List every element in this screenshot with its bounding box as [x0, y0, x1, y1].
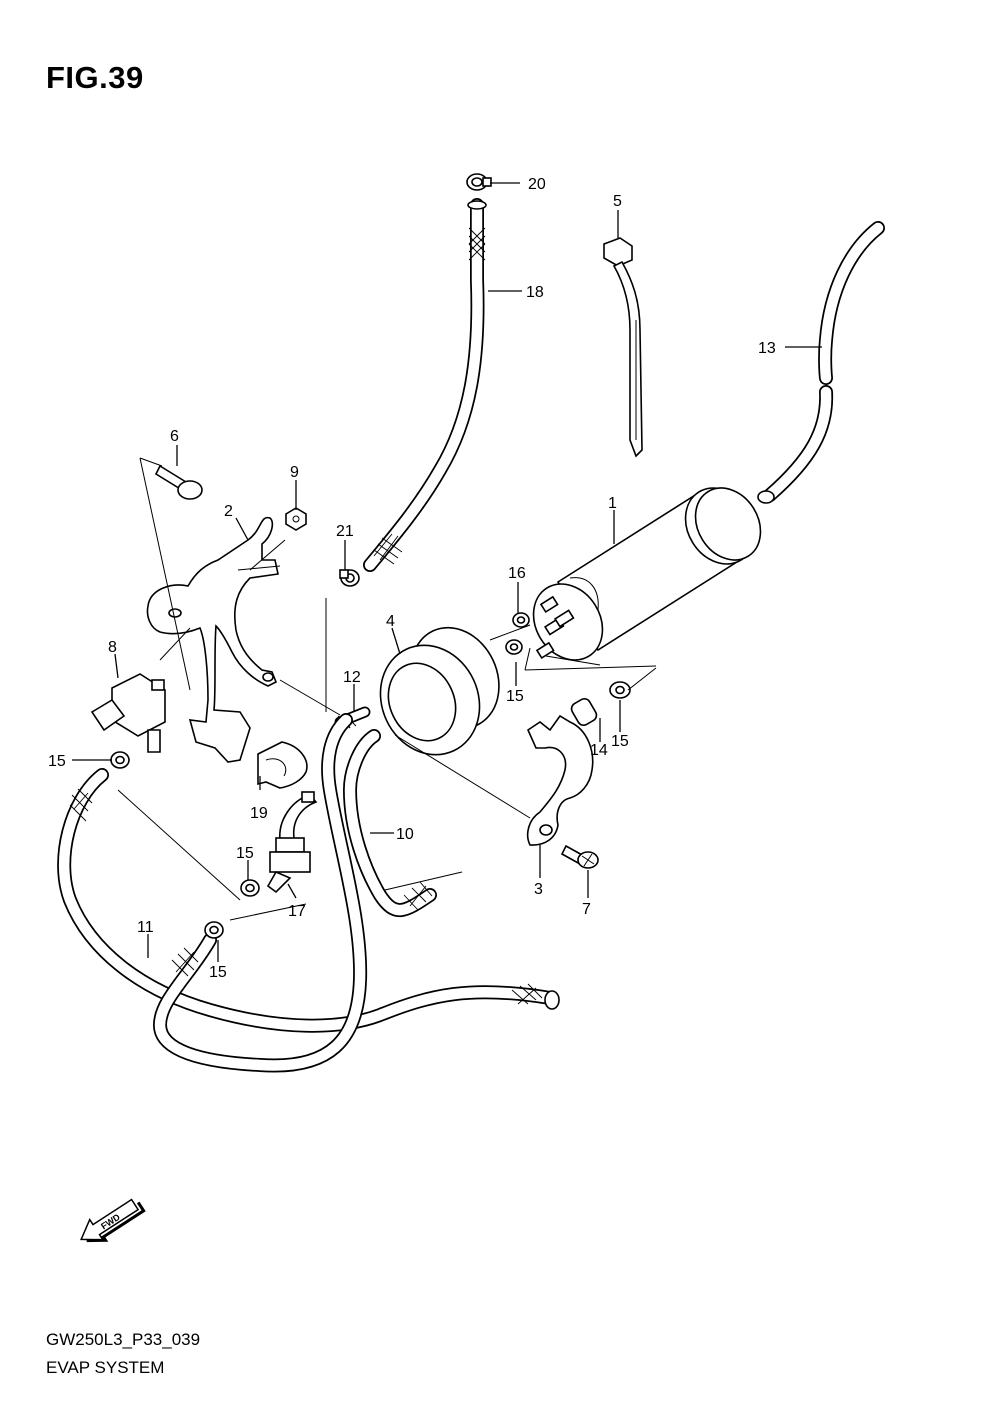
- canister-1: [532, 487, 762, 661]
- callout-21: 21: [336, 523, 354, 540]
- hose-18: [363, 198, 487, 572]
- callout-15-lower-1: 15: [236, 845, 254, 862]
- cushion-4: [379, 624, 531, 756]
- clamp-21: [339, 569, 360, 587]
- clamp-16: [512, 612, 530, 628]
- callout-15-left: 15: [48, 753, 66, 770]
- clamp-15-right: [609, 681, 631, 699]
- hose-13: [757, 221, 885, 504]
- callout-12: 12: [343, 669, 361, 686]
- joint-17: [266, 791, 318, 894]
- callout-19: 19: [250, 805, 268, 822]
- leader-lines: [72, 182, 822, 962]
- clamp-15-lower-2: [204, 921, 224, 939]
- callout-14: 14: [590, 742, 608, 759]
- bolt-6: [154, 464, 203, 500]
- assembly-lines: [117, 457, 657, 921]
- holder-19: [257, 741, 308, 789]
- cap-14: [570, 698, 598, 726]
- callout-labels: 1 2 3 4 5 6 7 8 9 10 11 12 13 14 15 15 1…: [48, 176, 776, 981]
- callout-6: 6: [170, 428, 179, 445]
- diagram-name: EVAP SYSTEM: [46, 1358, 165, 1377]
- callout-7: 7: [582, 901, 591, 918]
- hose-10: [343, 729, 437, 918]
- figure-title: FIG.39: [46, 60, 144, 95]
- callout-9: 9: [290, 464, 299, 481]
- clamp-15-canister: [505, 639, 523, 655]
- callout-4: 4: [386, 613, 395, 630]
- hose-11: [57, 713, 560, 1073]
- clamp-20: [466, 173, 492, 191]
- callout-18: 18: [526, 284, 544, 301]
- diagram-code: GW250L3_P33_039: [46, 1330, 201, 1349]
- callout-8: 8: [108, 639, 117, 656]
- callout-16: 16: [508, 565, 526, 582]
- callout-1: 1: [608, 495, 617, 512]
- callout-17: 17: [288, 903, 306, 920]
- callout-15-right: 15: [611, 733, 629, 750]
- clamp-15-lower-1: [240, 879, 260, 897]
- clamp-15-left: [110, 751, 130, 769]
- screw-7: [560, 844, 599, 869]
- callout-3: 3: [534, 881, 543, 898]
- callout-2: 2: [224, 503, 233, 520]
- callout-11: 11: [137, 919, 154, 936]
- callout-15-canister: 15: [506, 688, 524, 705]
- callout-5: 5: [613, 193, 622, 210]
- valve-8: [90, 673, 166, 753]
- bracket-2: [146, 516, 281, 763]
- callout-13: 13: [758, 340, 776, 357]
- bracket-3: [526, 714, 594, 846]
- nut-9: [285, 507, 307, 531]
- fwd-arrow-icon: FWD: [80, 1198, 146, 1243]
- callout-20: 20: [528, 176, 546, 193]
- callout-15-lower-2: 15: [209, 964, 227, 981]
- tie-strap-5: [603, 237, 643, 458]
- callout-10: 10: [396, 826, 414, 843]
